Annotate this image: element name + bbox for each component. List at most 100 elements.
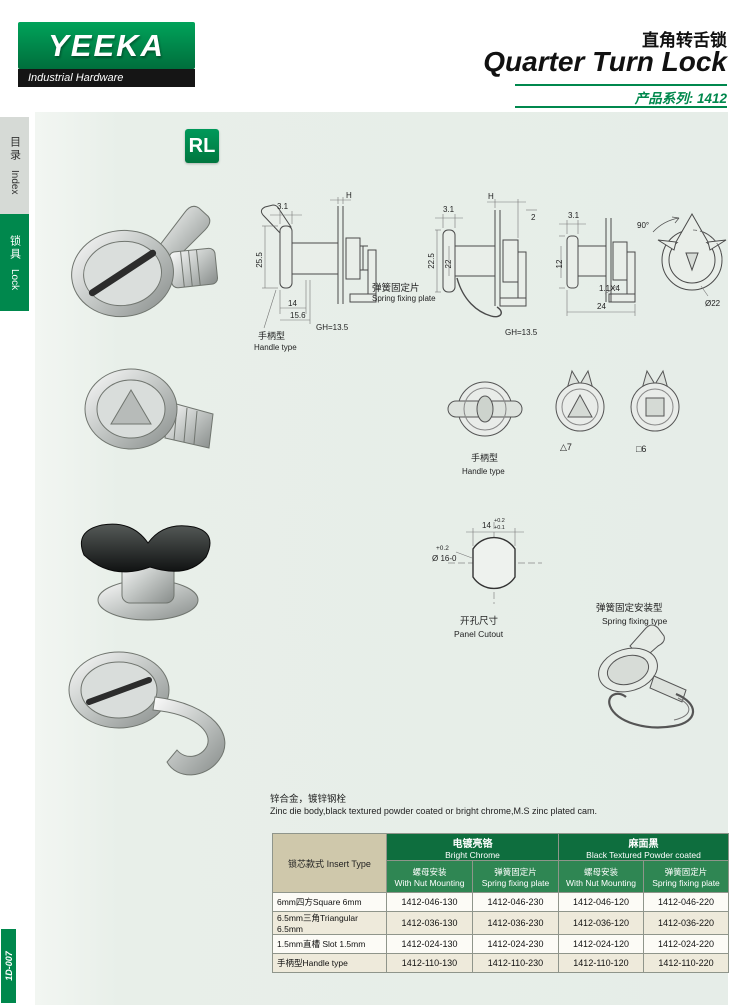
- insert-type-cell: 6mm四方Square 6mm: [272, 892, 387, 912]
- insert-type-header-en: Insert Type: [326, 858, 371, 869]
- dim-2: 2: [531, 213, 536, 222]
- lock-photo-black-wing: [80, 523, 211, 621]
- product-series: 产品系列: 1412: [634, 91, 727, 106]
- header-rule-bottom: [515, 106, 727, 108]
- part-cell: 1412-046-130: [386, 892, 473, 912]
- table-row: 6.5mm三角Triangular 6.5mm 1412-036-130 141…: [272, 911, 730, 935]
- cutout-width-tol-hi: +0.2: [494, 518, 505, 524]
- brand-logo: YEEKA: [18, 22, 195, 69]
- dim-3-1: 3.1: [568, 211, 580, 220]
- part-cell: 1412-110-120: [558, 953, 644, 973]
- part-cell: 1412-046-230: [472, 892, 559, 912]
- dim-24: 24: [597, 302, 606, 311]
- spring-plate-label-en: Spring fixing plate: [372, 294, 436, 303]
- dim-3-1: 3.1: [443, 205, 455, 214]
- insert-type-cell: 手柄型Handle type: [272, 953, 387, 973]
- sidebar-tab-lock[interactable]: 锁具 Lock: [0, 214, 29, 311]
- part-cell: 1412-024-120: [558, 934, 644, 954]
- part-cell: 1412-110-230: [472, 953, 559, 973]
- insert-type-cell: 1.5mm直槽 Slot 1.5mm: [272, 934, 387, 954]
- dim-15-6: 15.6: [290, 311, 306, 320]
- dim-14: 14: [288, 299, 297, 308]
- spring-type-label-cn: 弹簧固定安装型: [596, 602, 663, 614]
- drawing-spring-plate-side: H 2 3.1 22.5 22 GH=13.5: [427, 192, 538, 337]
- dim-22-5: 22.5: [427, 253, 436, 269]
- tab-index-label-en: Index: [9, 170, 20, 195]
- part-cell: 1412-036-230: [472, 911, 559, 935]
- sidebar-tab-index[interactable]: 目录 Index: [0, 117, 29, 214]
- dim-3-1: 3.1: [277, 202, 289, 211]
- table-row: 手柄型Handle type 1412-110-130 1412-110-230…: [272, 953, 730, 973]
- lock-photo-triangular-insert: [84, 368, 214, 450]
- insert-type-header-cn: 锁芯款式: [288, 858, 325, 869]
- insert-type-cell: 6.5mm三角Triangular 6.5mm: [272, 911, 387, 935]
- col-group-black-textured: 麻面黑 Black Textured Powder coated: [557, 833, 730, 861]
- cutout-dia: Ø 16-0: [432, 554, 457, 563]
- dim-90deg: 90°: [637, 221, 649, 230]
- head-handle-label-cn: 手柄型: [471, 452, 498, 463]
- brand-tagline: Industrial Hardware: [18, 69, 195, 87]
- drawing-front-view-rotation: 3.1 12 90° 1.1X4 24 Ø22: [555, 211, 727, 316]
- dim-12: 12: [555, 259, 564, 268]
- material-note-en: Zinc die body,black textured powder coat…: [270, 806, 597, 816]
- cutout-width: 14: [482, 521, 491, 530]
- page-title-en: Quarter Turn Lock: [483, 46, 727, 77]
- part-number-table: 锁芯款式 Insert Type 电镀亮铬 Bright Chrome 麻面黑 …: [272, 833, 730, 973]
- dim-gh: GH=13.5: [505, 328, 538, 337]
- dim-25-5: 25.5: [255, 252, 264, 268]
- part-cell: 1412-046-220: [642, 892, 730, 912]
- spring-fixing-type-drawing: 弹簧固定安装型 Spring fixing type: [596, 602, 695, 729]
- series-badge: RL: [185, 129, 219, 163]
- tab-lock-label-cn: 锁具: [8, 234, 21, 261]
- tab-lock-label-en: Lock: [9, 268, 20, 291]
- dim-h: H: [488, 192, 494, 201]
- lock-photo-wing-knob: [71, 205, 219, 318]
- part-cell: 1412-024-230: [472, 934, 559, 954]
- brand-logo-text: YEEKA: [48, 27, 165, 63]
- dim-22: 22: [444, 259, 453, 268]
- part-cell: 1412-036-220: [642, 911, 730, 935]
- part-cell: 1412-046-120: [558, 892, 644, 912]
- insert-head-views: 手柄型 Handle type △7 □6: [447, 369, 680, 476]
- part-cell: 1412-110-220: [642, 953, 730, 973]
- part-cell: 1412-024-220: [642, 934, 730, 954]
- spring-plate-callout: 弹簧固定片 Spring fixing plate: [372, 280, 490, 303]
- handle-type-label-cn: 手柄型: [258, 330, 285, 341]
- spring-plate-label-cn: 弹簧固定片: [372, 283, 420, 294]
- dim-dia-22: Ø22: [705, 299, 721, 308]
- material-note-cn: 锌合金，镀锌钢栓: [270, 794, 347, 805]
- head-square-label: □6: [636, 444, 646, 454]
- insert-type-header: 锁芯款式 Insert Type: [272, 833, 387, 893]
- spring-type-label-en: Spring fixing type: [602, 616, 667, 626]
- handle-type-label-en: Handle type: [254, 343, 297, 352]
- dim-1-1x4: 1.1X4: [599, 284, 620, 293]
- part-cell: 1412-110-130: [386, 953, 473, 973]
- part-cell: 1412-036-120: [558, 911, 644, 935]
- page-code-strip: 1D-007: [1, 929, 16, 1003]
- table-row: 6mm四方Square 6mm 1412-046-130 1412-046-23…: [272, 892, 730, 912]
- table-row: 1.5mm直槽 Slot 1.5mm 1412-024-130 1412-024…: [272, 934, 730, 954]
- head-triangle-label: △7: [560, 442, 572, 452]
- content-area: RL: [35, 112, 730, 1005]
- dim-h: H: [346, 191, 352, 200]
- col-group-bright-chrome: 电镀亮铬 Bright Chrome: [386, 833, 559, 861]
- cutout-dia-tol: +0.2: [436, 545, 449, 552]
- header-rule-top: [515, 84, 727, 86]
- page-code: 1D-007: [3, 951, 14, 981]
- panel-cutout-drawing: 14 +0.2 +0.1 +0.2 Ø 16-0 开孔尺寸 Panel Cuto…: [432, 518, 542, 639]
- part-cell: 1412-036-130: [386, 911, 473, 935]
- drawing-handle-type-side: 3.1 H 25.5 14 15.6 GH=13.5 手柄型 Handle ty…: [254, 191, 377, 352]
- tab-index-label-cn: 目录: [8, 136, 21, 163]
- panel-cutout-label-cn: 开孔尺寸: [460, 615, 499, 627]
- page-title-cn: 直角转舌锁: [642, 31, 727, 50]
- cutout-width-tol-lo: +0.1: [494, 525, 505, 531]
- part-cell: 1412-024-130: [386, 934, 473, 954]
- lock-photo-handle-type: [68, 651, 226, 776]
- head-handle-label-en: Handle type: [462, 467, 505, 476]
- dim-gh: GH=13.5: [316, 323, 349, 332]
